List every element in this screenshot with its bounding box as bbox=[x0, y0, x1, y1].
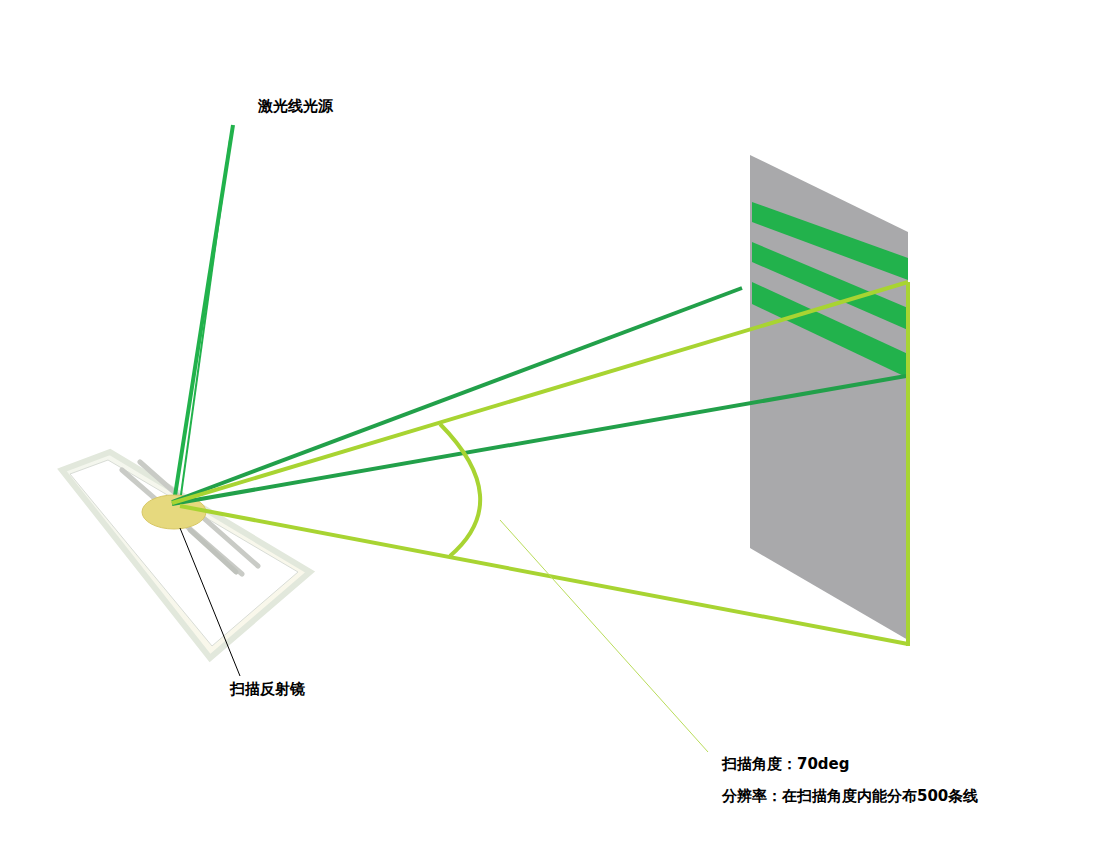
base-plate bbox=[62, 452, 310, 658]
scan-limit bbox=[180, 506, 908, 644]
laser-stripe bbox=[752, 282, 908, 378]
laser-stripe bbox=[752, 242, 908, 330]
angle-arc bbox=[440, 424, 480, 556]
rail bbox=[190, 530, 236, 572]
label-text: 扫描反射镜 bbox=[230, 680, 305, 698]
label-text: 扫描角度：70deg bbox=[722, 755, 850, 773]
leader-line bbox=[500, 520, 708, 752]
laser-beam bbox=[174, 125, 233, 502]
label-text: 分辨率：在扫描角度内能分布500条线 bbox=[722, 787, 978, 805]
laser-beam bbox=[172, 376, 906, 504]
scan-limit bbox=[172, 282, 908, 503]
laser-beam bbox=[172, 288, 742, 502]
laser-beam bbox=[180, 140, 230, 502]
leader-line bbox=[180, 528, 240, 676]
scan-limit bbox=[906, 282, 910, 646]
label-text: 激光线光源 bbox=[258, 97, 333, 115]
